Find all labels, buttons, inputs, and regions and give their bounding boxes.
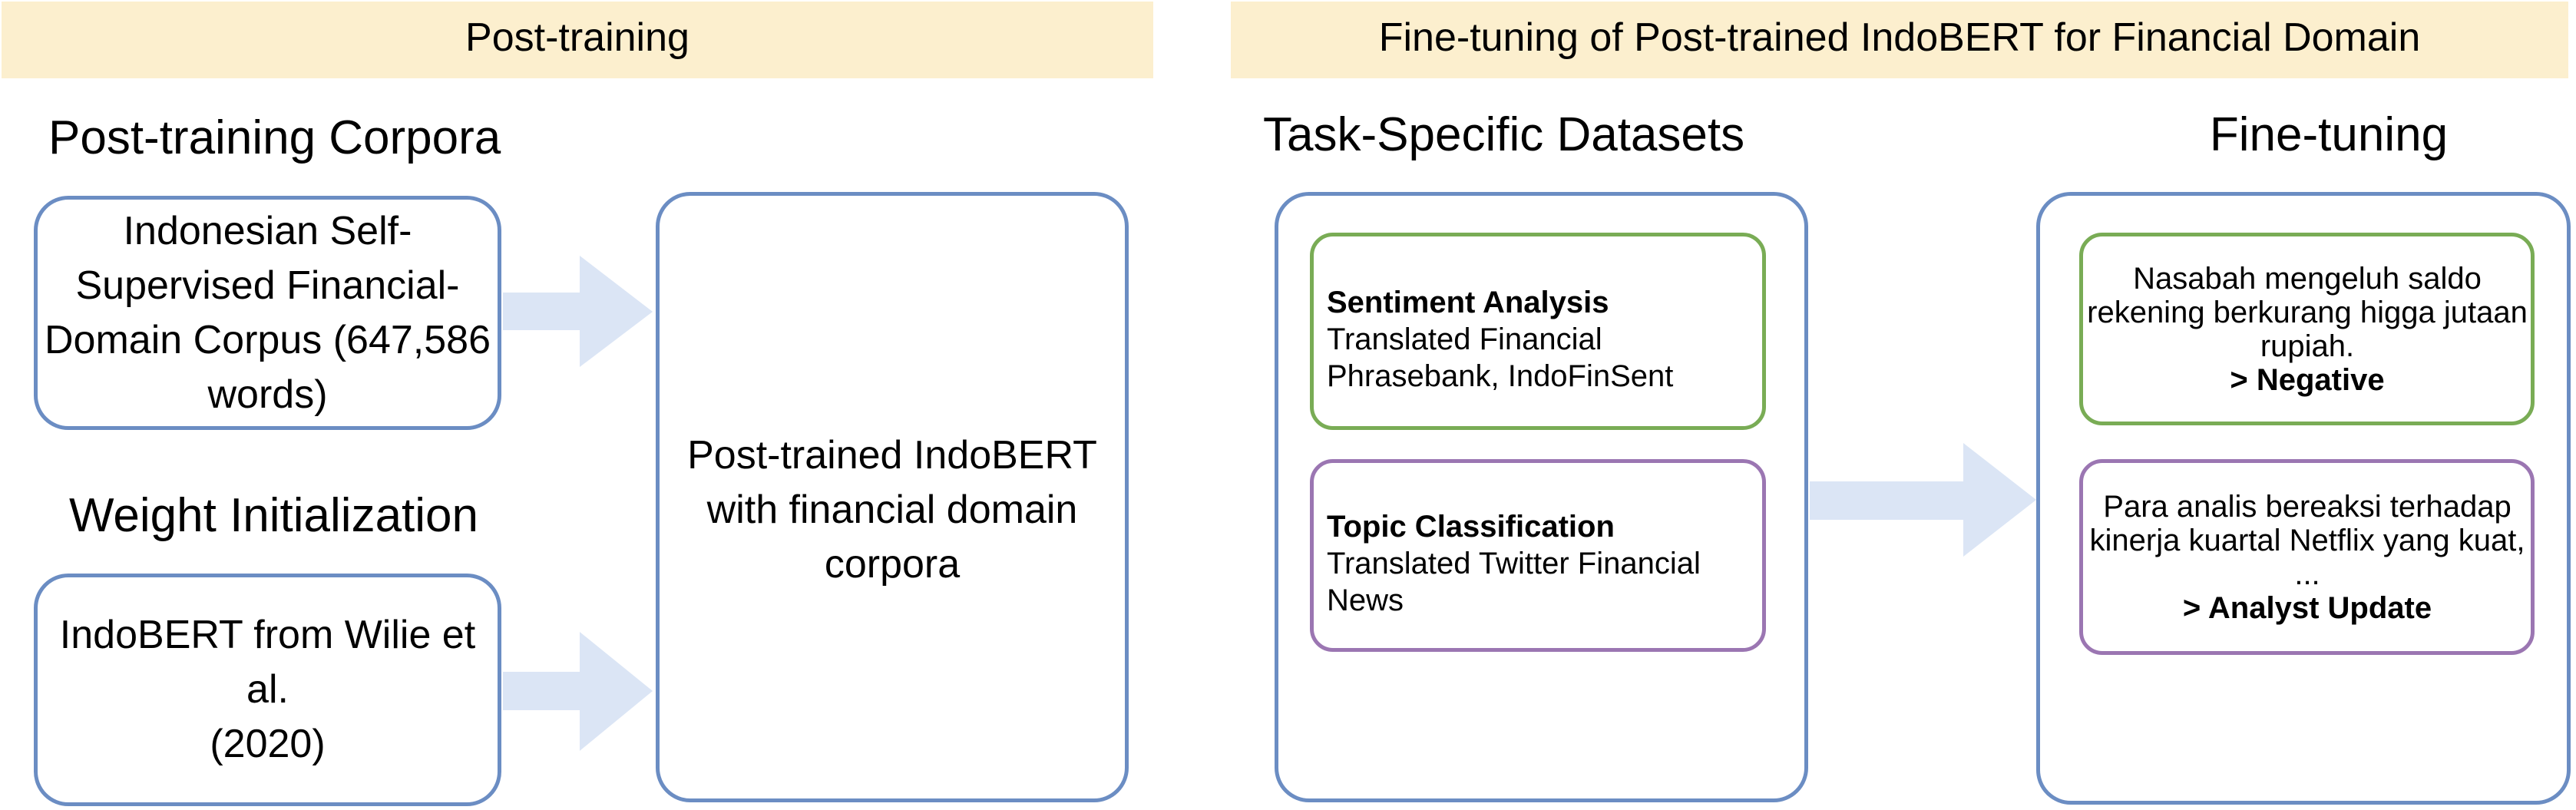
result-box-text: Post-trained IndoBERT with financial dom… — [687, 433, 1097, 587]
section-header-post-training: Post-training — [2, 2, 1153, 78]
arrow-datasets-to-finetune-icon — [1810, 443, 2036, 557]
topic-example-text-block: Para analis bereaksi terhadap kinerja ku… — [2058, 459, 2557, 655]
result-box-text-block: Post-trained IndoBERT with financial dom… — [656, 205, 1129, 810]
box-sentiment-example — [2079, 233, 2535, 425]
topic-dataset-text-block: Topic Classification Translated Twitter … — [1327, 467, 1757, 660]
box-post-trained-result — [656, 192, 1129, 802]
arrow-corpus-to-result-icon — [503, 256, 653, 367]
box-topic-dataset — [1310, 459, 1766, 652]
topic-dataset-title: Topic Classification — [1327, 509, 1615, 544]
sentiment-example-body: Nasabah mengeluh saldo rekening berkuran… — [2087, 261, 2528, 363]
section-title: Fine-tuning of Post-trained IndoBERT for… — [1378, 15, 2421, 60]
heading-fine-tuning: Fine-tuning — [2209, 108, 2449, 161]
section-title: Post-training — [465, 15, 689, 60]
sentiment-example-label: > Negative — [2230, 362, 2385, 397]
sentiment-example-text-block: Nasabah mengeluh saldo rekening berkuran… — [2058, 233, 2557, 425]
topic-example-body: Para analis bereaksi terhadap kinerja ku… — [2089, 489, 2525, 591]
arrow-weights-to-result-icon — [503, 632, 653, 751]
box-weight-init — [34, 574, 501, 806]
topic-example-label: > Analyst Update — [2182, 590, 2432, 625]
corpus-box-text: Indonesian Self- Supervised Financial- D… — [45, 208, 491, 417]
weight-box-text: IndoBERT from Wilie et al. (2020) — [59, 613, 476, 766]
weight-box-text-block: IndoBERT from Wilie et al. (2020) — [34, 574, 501, 806]
box-corpus — [34, 196, 501, 430]
sentiment-dataset-text-block: Sentiment Analysis Translated Financial … — [1327, 240, 1757, 438]
heading-weight-initialization: Weight Initialization — [69, 489, 479, 542]
heading-task-specific-datasets: Task-Specific Datasets — [1263, 108, 1745, 161]
corpus-box-text-block: Indonesian Self- Supervised Financial- D… — [34, 196, 501, 430]
sentiment-dataset-title: Sentiment Analysis — [1327, 285, 1609, 319]
box-topic-example — [2079, 459, 2535, 655]
sentiment-dataset-body: Translated Financial Phrasebank, IndoFin… — [1327, 322, 1674, 393]
box-sentiment-dataset — [1310, 233, 1766, 430]
topic-dataset-body: Translated Twitter Financial News — [1327, 546, 1701, 617]
heading-post-training-corpora: Post-training Corpora — [48, 111, 501, 164]
section-header-fine-tuning: Fine-tuning of Post-trained IndoBERT for… — [1231, 2, 2568, 78]
